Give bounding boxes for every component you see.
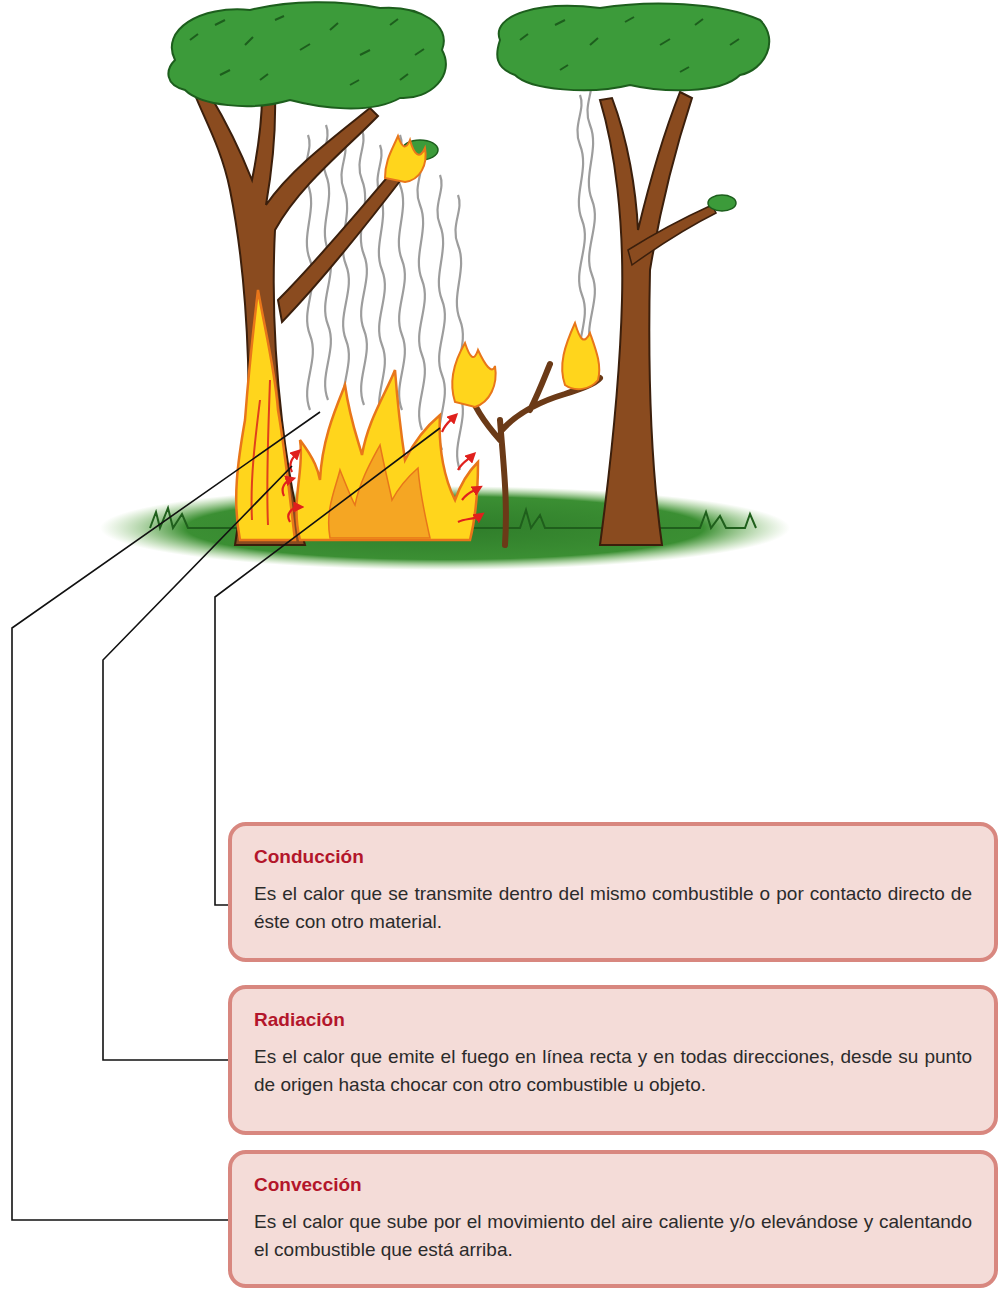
smoke-line — [437, 175, 444, 450]
heat-arrow — [290, 452, 298, 472]
box-heading: Conducción — [254, 844, 972, 870]
fire-branch — [385, 136, 426, 182]
smoke-line — [417, 155, 424, 430]
box-heading: Radiación — [254, 1007, 972, 1033]
tree-canopy — [168, 2, 445, 108]
box-body: Es el calor que sube por el movimiento d… — [254, 1208, 972, 1264]
tree-canopy — [497, 4, 769, 91]
heat-arrow — [288, 507, 300, 522]
fire-inner — [329, 445, 430, 538]
smoke-line — [359, 130, 366, 405]
fire-right-trunk — [562, 323, 599, 389]
info-box: Conducción Es el calor que se transmite d… — [228, 822, 998, 962]
heat-arrow — [458, 515, 481, 522]
leader-line — [103, 466, 292, 1060]
info-box: Radiación Es el calor que emite el fuego … — [228, 985, 998, 1135]
tree-trunk — [600, 92, 692, 545]
leaf-cluster — [708, 195, 736, 211]
smoke-line — [455, 195, 462, 470]
smoke-line — [587, 75, 594, 350]
fire-streaks — [252, 380, 270, 525]
tree-branch — [628, 205, 716, 265]
heat-arrow — [458, 455, 473, 470]
fire-bush — [452, 343, 495, 407]
heat-arrow — [442, 416, 455, 432]
smoke-line — [341, 140, 348, 415]
heat-arrows — [283, 416, 481, 522]
tree-branch — [278, 160, 410, 322]
heat-arrow — [283, 479, 292, 496]
canopy-texture — [190, 16, 424, 85]
heat-arrow — [462, 488, 479, 500]
info-box: Convección Es el calor que sube por el mo… — [228, 1150, 998, 1288]
fire-trunk — [236, 290, 295, 540]
box-heading: Convección — [254, 1172, 972, 1198]
box-body: Es el calor que se transmite dentro del … — [254, 880, 972, 936]
smoke-line — [577, 95, 584, 370]
canopy-texture — [520, 17, 739, 72]
box-body: Es el calor que emite el fuego en línea … — [254, 1043, 972, 1099]
